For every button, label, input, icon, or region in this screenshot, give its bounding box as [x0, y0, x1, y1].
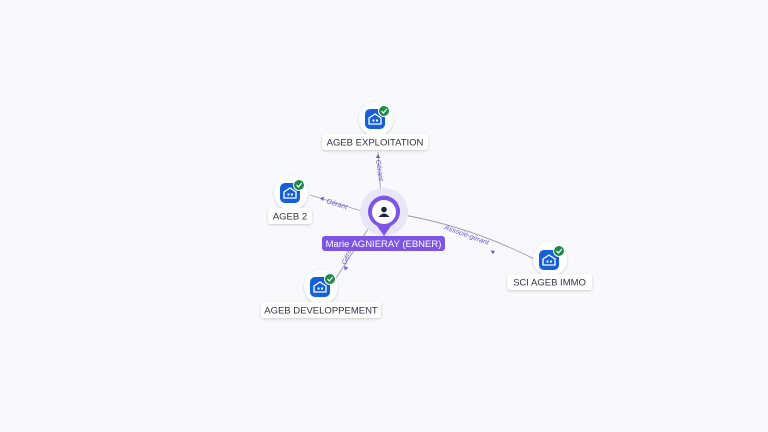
edge-label: Gérant	[325, 198, 349, 211]
check-badge-icon	[293, 179, 305, 191]
company-node-sci-ageb-immo[interactable]: SCI AGEB IMMO	[507, 242, 592, 290]
edge-ageb-developpement: Gérant	[335, 225, 371, 279]
edge-ageb-2: Gérant	[309, 194, 369, 214]
company-name: AGEB EXPLOITATION	[327, 138, 424, 149]
company-node-ageb-2[interactable]: AGEB 2	[268, 176, 312, 224]
person-icon	[378, 206, 390, 217]
node-label-box	[507, 274, 592, 290]
person-name: Marie AGNIERAY (EBNER)	[326, 239, 442, 250]
person-label-box	[322, 236, 445, 251]
edge-label: Gérant	[374, 159, 384, 182]
edge-line	[397, 213, 537, 261]
edge-arrow	[344, 266, 349, 271]
edge-arrow	[375, 154, 381, 158]
company-name: AGEB DEVELOPPEMENT	[264, 306, 378, 317]
node-label-box	[268, 208, 312, 224]
company-name: SCI AGEB IMMO	[513, 278, 586, 289]
node-label-box	[322, 134, 428, 150]
edge-line	[309, 194, 369, 214]
edge-arrow	[320, 196, 325, 201]
node-label-box	[261, 302, 381, 318]
person-node[interactable]: Marie AGNIERAY (EBNER)	[322, 188, 445, 251]
company-name: AGEB 2	[273, 212, 307, 223]
company-node-ageb-developpement[interactable]: AGEB DEVELOPPEMENT	[261, 270, 381, 318]
edge-line	[335, 225, 371, 279]
company-node-ageb-exploitation[interactable]: AGEB EXPLOITATION	[322, 102, 428, 150]
check-badge-icon	[553, 245, 565, 257]
edge-arrow	[490, 250, 495, 255]
edge-label: Associé-gérant	[442, 224, 490, 247]
building-icon	[539, 250, 559, 270]
check-badge-icon	[324, 273, 336, 285]
check-badge-icon	[378, 105, 390, 117]
